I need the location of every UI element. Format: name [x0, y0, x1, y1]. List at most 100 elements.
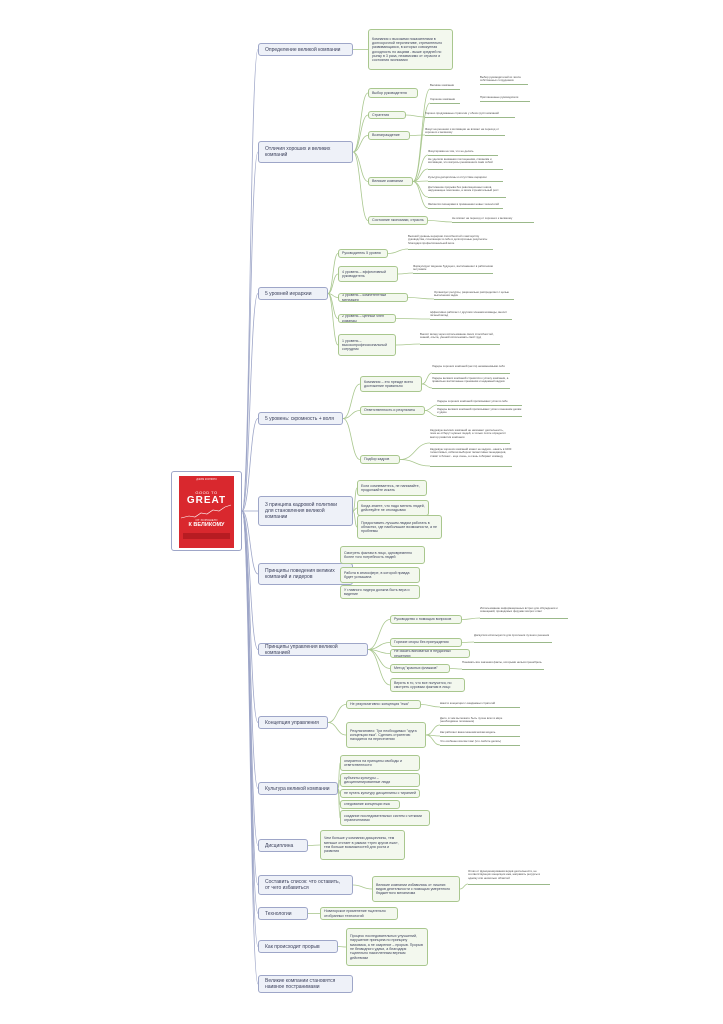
- sub-topic-4[interactable]: Вознаграждение: [368, 131, 410, 140]
- sub-topic-30-label: не путать культуру дисциплины с тиранией: [344, 791, 417, 796]
- sub-topic-12[interactable]: Компания – это прежде всего достижение п…: [360, 376, 422, 392]
- sub-topic-25[interactable]: Верить в то, что все получится, но смотр…: [390, 678, 465, 692]
- sub-topic-35[interactable]: Новаторское применение тщательно отобран…: [320, 907, 398, 920]
- sub-topic-21-label: Руководство с помощью вопросов: [394, 617, 452, 622]
- sub-topic-18[interactable]: Смотреть фактам в лицо, одновременно бол…: [340, 546, 425, 564]
- detail-note-28: Дело, в чем вы можете быть лучше всех в …: [440, 716, 503, 724]
- sub-topic-36[interactable]: Процесс последовательных улучшений, нару…: [346, 928, 428, 966]
- detail-note-11: Являются пионерами в применении новых те…: [428, 202, 499, 206]
- sub-topic-34[interactable]: Великие компании избавились от лишних ви…: [372, 876, 460, 902]
- main-topic-3-label: 5 уровней иерархии: [265, 290, 312, 297]
- sub-topic-9-label: 3 уровень – компетентный менеджер: [342, 293, 387, 302]
- sub-topic-30[interactable]: не путать культуру дисциплины с тиранией: [340, 789, 420, 798]
- sub-topic-8-label: 4 уровень – эффективный руководитель: [342, 269, 386, 278]
- book-title-main: GREAT: [186, 495, 227, 506]
- main-topic-10[interactable]: Дисциплина: [258, 839, 308, 852]
- main-topic-9-label: Культура великой компании: [265, 785, 330, 792]
- sub-topic-9[interactable]: 3 уровень – компетентный менеджер: [338, 293, 408, 302]
- sub-topic-8[interactable]: 4 уровень – эффективный руководитель: [338, 266, 398, 282]
- main-topic-7-label: Принципы управления великой компанией: [265, 643, 338, 656]
- sub-topic-1[interactable]: Компания с высокими показателями в долго…: [368, 29, 453, 70]
- detail-note-underline: [430, 319, 512, 320]
- sub-topic-17-label: Предоставить лучшим людям работать в обл…: [361, 520, 437, 534]
- detail-note-20: Лидеры хороших компаний приписывают успе…: [437, 399, 508, 403]
- sub-topic-15-label: Если сомневаетесь, не нанимайте, продолж…: [361, 483, 420, 492]
- detail-note-underline: [430, 89, 460, 90]
- sub-topic-16[interactable]: Когда знаете, что надо менять людей, дей…: [357, 500, 429, 516]
- sub-topic-22[interactable]: Горячие споры без принуждения: [390, 638, 462, 647]
- sub-topic-7[interactable]: Руководитель 5 уровня: [338, 249, 388, 258]
- sub-topic-29[interactable]: субъекты культуры – дисциплинированные л…: [340, 773, 420, 787]
- sub-topic-28[interactable]: опирается на принципы свободы и ответств…: [340, 755, 420, 771]
- main-topic-2[interactable]: Отличия хороших и великих компаний: [258, 141, 353, 163]
- sub-topic-11[interactable]: 1 уровень – высокопрофессиональный сотру…: [338, 334, 396, 356]
- main-topic-7[interactable]: Принципы управления великой компанией: [258, 643, 368, 656]
- sub-topic-10[interactable]: 2 уровень – ценный член команды: [338, 314, 396, 323]
- central-book-node[interactable]: ДЖИМ КОЛЛИНЗ GOOD TO GREAT ОТ ХОРОШЕГО К…: [171, 471, 242, 551]
- detail-note-23: Кадровую хороших компаний может не кадро…: [430, 447, 512, 458]
- sub-topic-33[interactable]: Чем больше у компании дисциплины, тем ме…: [320, 830, 405, 860]
- sub-topic-31-label: следование концепции ежа: [344, 802, 390, 807]
- book-title-top: GOOD TO: [195, 490, 218, 495]
- sub-topic-4-label: Вознаграждение: [372, 133, 400, 138]
- detail-note-5: Хорошо продуманные стратегии у обоих гру…: [425, 111, 499, 115]
- detail-note-22: Кадровую великих компаний не начинают де…: [430, 428, 506, 439]
- detail-note-31: Отказ от функционирования видов деятельн…: [468, 869, 540, 880]
- main-topic-6[interactable]: Принципы поведения великих компаний и ли…: [258, 563, 353, 585]
- sub-topic-3[interactable]: Стратегия: [368, 111, 406, 119]
- sub-topic-13[interactable]: Ответственность и результаты: [360, 406, 425, 415]
- main-topic-13[interactable]: Как происходит прорыв: [258, 940, 338, 953]
- sub-topic-26[interactable]: Не результативно: концепция "ежа": [346, 700, 421, 709]
- detail-note-underline: [430, 466, 512, 467]
- main-topic-1[interactable]: Определение великой компании: [258, 43, 353, 56]
- detail-note-15: Организует ресурсы, рационально распреде…: [434, 290, 510, 298]
- detail-note-underline: [440, 736, 520, 737]
- sub-topic-2[interactable]: Выбор руководителя: [368, 88, 418, 98]
- book-author: ДЖИМ КОЛЛИНЗ: [196, 478, 217, 481]
- sub-topic-35-label: Новаторское применение тщательно отобран…: [324, 909, 386, 918]
- detail-note-underline: [432, 388, 510, 389]
- main-topic-14[interactable]: Великие компании становятся наивное пост…: [258, 975, 353, 993]
- detail-note-underline: [428, 155, 498, 156]
- main-topic-1-label: Определение великой компании: [265, 46, 341, 53]
- sub-topic-11-label: 1 уровень – высокопрофессиональный сотру…: [342, 338, 387, 352]
- main-topic-9[interactable]: Культура великой компании: [258, 782, 338, 795]
- main-topic-11[interactable]: Составить список: что оставить, от чего …: [258, 875, 353, 895]
- sub-topic-15[interactable]: Если сомневаетесь, не нанимайте, продолж…: [357, 480, 427, 496]
- sub-topic-27[interactable]: Результативно: Три необходимых "круга ко…: [346, 722, 426, 748]
- sub-topic-24[interactable]: Метод "красных флажков": [390, 664, 450, 673]
- sub-topic-19[interactable]: Работа в атмосфере, в которой правда буд…: [340, 567, 420, 583]
- sub-topic-31[interactable]: следование концепции ежа: [340, 800, 400, 809]
- detail-note-underline: [474, 642, 552, 643]
- sub-topic-21[interactable]: Руководство с помощью вопросов: [390, 615, 462, 624]
- main-topic-8[interactable]: Концепция управления: [258, 716, 328, 729]
- detail-note-underline: [440, 725, 520, 726]
- sub-topic-17[interactable]: Предоставить лучшим людям работать в обл…: [357, 515, 442, 539]
- detail-note-6: Фокус на решении и мотивации не влияют н…: [425, 127, 499, 135]
- main-topic-12[interactable]: Технологии: [258, 907, 308, 920]
- sub-topic-6[interactable]: Состояние экономики, отрасль: [368, 216, 428, 225]
- sub-topic-14[interactable]: Подбор кадров: [360, 455, 400, 464]
- sub-topic-32-label: создание последовательных систем с четки…: [344, 813, 422, 822]
- detail-note-1: Великие компании: [430, 83, 455, 87]
- detail-note-underline: [480, 618, 568, 619]
- detail-note-17: Вносит вклад через использование своих с…: [420, 332, 494, 340]
- sub-topic-5[interactable]: Великие компании: [368, 177, 413, 186]
- detail-note-underline: [480, 101, 530, 102]
- sub-topic-32[interactable]: создание последовательных систем с четки…: [340, 810, 430, 826]
- main-topic-11-label: Составить список: что оставить, от чего …: [265, 879, 340, 891]
- detail-note-25: Дискуссия используется для прочтения луч…: [474, 633, 550, 637]
- detail-note-7: Фокусировка на том, что не делать: [428, 149, 474, 153]
- main-topic-3[interactable]: 5 уровней иерархии: [258, 287, 328, 300]
- sub-topic-23[interactable]: Не искать виноватых в неудачных решениях: [390, 649, 470, 658]
- detail-note-underline: [428, 169, 503, 170]
- sub-topic-6-label: Состояние экономики, отрасль: [372, 218, 424, 223]
- sub-topic-20[interactable]: У главного лидера должна быть вера и вид…: [340, 585, 420, 599]
- main-topic-4[interactable]: 5 уровень: скромность + воля: [258, 412, 343, 425]
- detail-note-underline: [440, 745, 520, 746]
- main-topic-12-label: Технологии: [265, 910, 292, 917]
- main-topic-6-label: Принципы поведения великих компаний и ли…: [265, 568, 335, 580]
- main-topic-5[interactable]: 3 принципа кадровой политики для становл…: [258, 496, 353, 526]
- detail-note-underline: [430, 103, 460, 104]
- main-topic-10-label: Дисциплина: [265, 842, 294, 849]
